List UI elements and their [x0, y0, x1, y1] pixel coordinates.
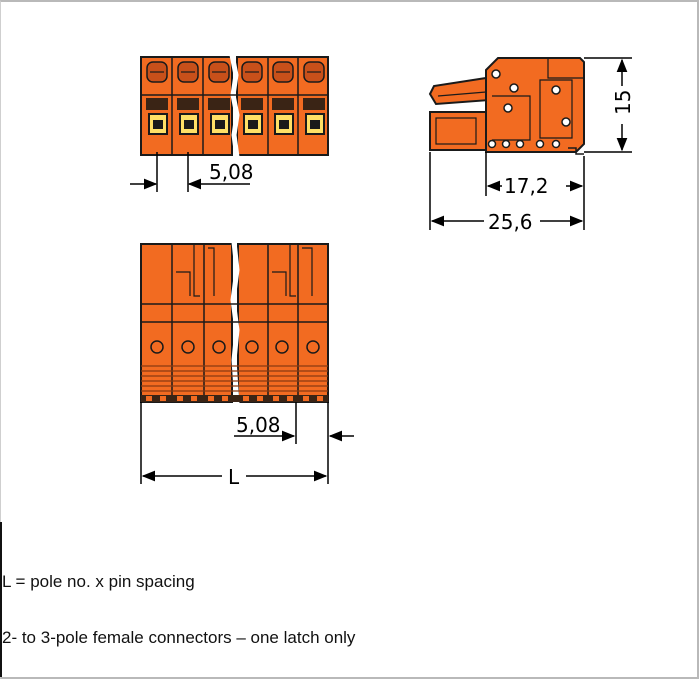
pitch-dimension-bottom	[234, 402, 354, 484]
pitch-dimension-top	[130, 152, 250, 192]
height-label: 15	[611, 90, 635, 115]
side-width-label: 17,2	[504, 174, 549, 198]
height-dimension	[584, 57, 632, 153]
pole-formula-note: L = pole no. x pin spacing	[2, 572, 195, 591]
side-view	[428, 57, 585, 155]
overall-length-dimension	[140, 402, 328, 484]
pitch-bottom-label: 5,08	[236, 413, 281, 437]
side-length-dimension	[429, 152, 584, 230]
overall-length-label: L	[228, 465, 240, 489]
connector-drawing: 5,08 15	[130, 54, 635, 489]
front-view	[140, 54, 329, 158]
side-length-label: 25,6	[488, 210, 533, 234]
side-width-dimension	[485, 152, 585, 230]
pitch-top-label: 5,08	[209, 160, 254, 184]
left-border-accent	[0, 522, 2, 677]
rear-view	[140, 241, 329, 405]
latch-note: 2- to 3-pole female connectors – one lat…	[2, 628, 356, 647]
